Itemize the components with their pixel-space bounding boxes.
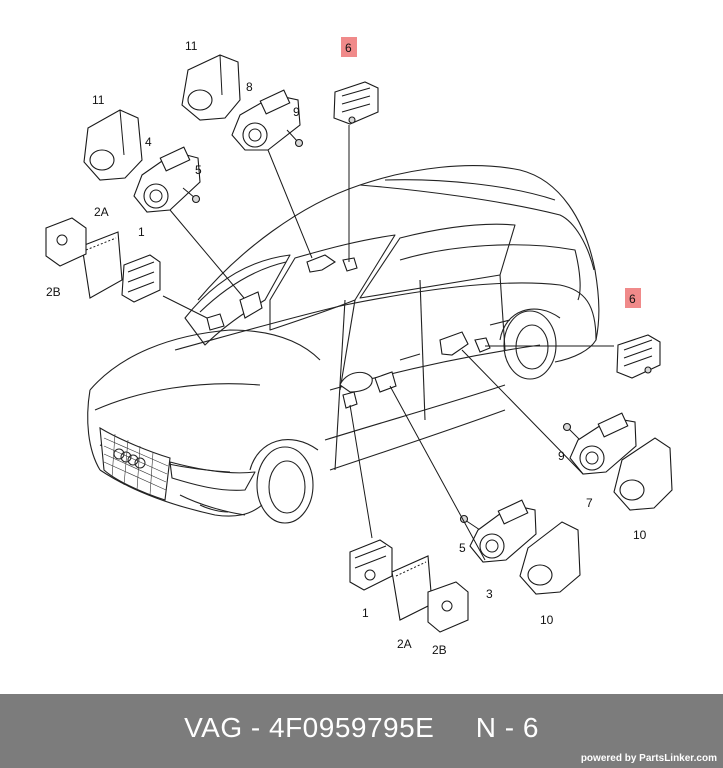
parts-diagram: 11 11 8 9 6 4 5 2A 1 2B 6 9 7 10 5 3 10 … (45, 37, 673, 657)
label-5-bottom: 5 (459, 541, 466, 555)
label-2a-left: 2A (94, 205, 109, 219)
control-unit-part-6-right (616, 334, 661, 379)
label-2b-bottom: 2B (432, 643, 447, 657)
callout-labels: 11 11 8 9 6 4 5 2A 1 2B 6 9 7 10 5 3 10 … (46, 37, 647, 657)
screw-part-9-top (286, 129, 304, 148)
car-illustration (87, 165, 600, 524)
label-6-top-highlight (341, 37, 357, 57)
module-part-1-bottom (349, 539, 393, 591)
leader-lines (162, 125, 614, 561)
label-9-top: 9 (293, 105, 300, 119)
cover-part-11-top (181, 54, 241, 121)
label-2a-bottom: 2A (397, 637, 412, 651)
label-4: 4 (145, 135, 152, 149)
module-part-1-left (121, 254, 161, 303)
cover-part-10-right (613, 437, 673, 511)
motor-part-4 (133, 146, 201, 213)
label-11-top: 11 (185, 39, 198, 53)
label-5-top: 5 (195, 163, 202, 177)
footer-bar: VAG - 4F0959795E N - 6 powered by PartsL… (0, 694, 723, 768)
module-part-2b-bottom (427, 581, 469, 633)
label-10-bottom: 10 (540, 613, 554, 627)
label-6-right-highlight (625, 288, 641, 308)
label-8: 8 (246, 80, 253, 94)
label-2b-left: 2B (46, 285, 61, 299)
part-number-title: VAG - 4F0959795E N - 6 (184, 712, 539, 743)
screw-part-5-top (182, 187, 201, 204)
label-11-left: 11 (92, 93, 105, 107)
label-9-right: 9 (558, 449, 565, 463)
pad-part-2a-bottom (391, 555, 433, 621)
screw-part-5-bottom (459, 514, 481, 531)
module-part-2b-left (45, 217, 87, 267)
motor-part-3 (469, 499, 537, 563)
powered-by-link[interactable]: powered by PartsLinker.com (580, 753, 717, 764)
label-10-right: 10 (633, 528, 647, 542)
cover-part-11-left (83, 109, 143, 181)
label-1-left: 1 (138, 225, 145, 239)
motor-part-7 (569, 412, 637, 475)
label-1-bottom: 1 (362, 606, 369, 620)
cover-part-10-bottom (519, 521, 581, 595)
motor-part-8 (231, 89, 301, 151)
pad-part-2a-left (81, 231, 123, 299)
label-6-right: 6 (629, 292, 636, 306)
label-6-top: 6 (345, 41, 352, 55)
control-unit-part-6-top (333, 81, 379, 125)
label-3: 3 (486, 587, 493, 601)
label-7: 7 (586, 496, 593, 510)
